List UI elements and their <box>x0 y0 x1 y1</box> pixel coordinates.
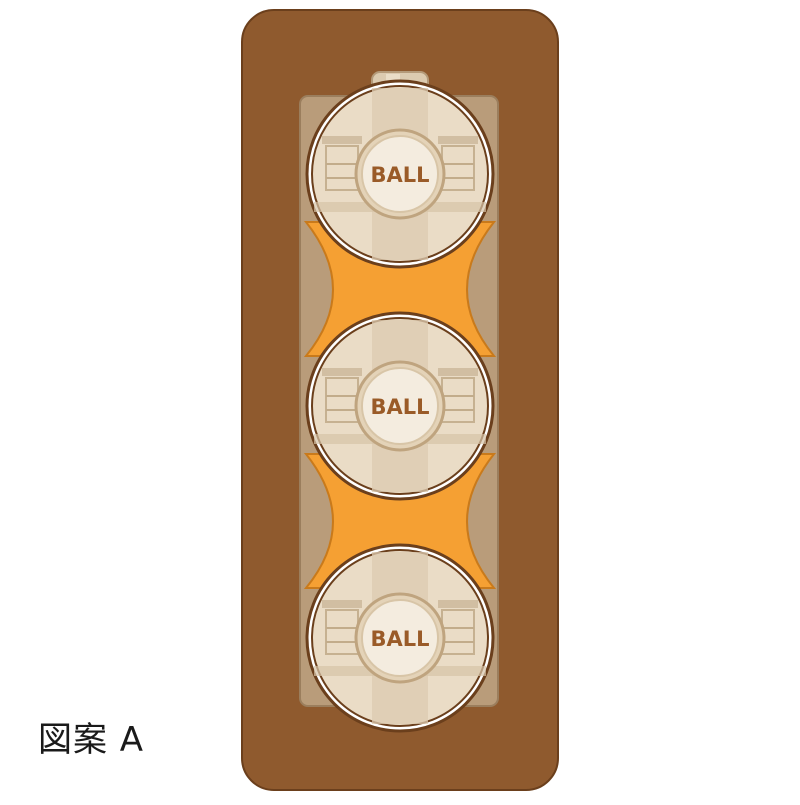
figure-caption: 図案 A <box>38 720 145 760</box>
ball-2: BALL <box>305 311 495 501</box>
ball-detail <box>438 136 478 144</box>
ball-3: BALL <box>305 543 495 733</box>
ball-detail <box>322 368 362 376</box>
ball-label-disc <box>361 367 439 445</box>
ball-label-disc <box>361 135 439 213</box>
ball-label: BALL <box>370 627 429 651</box>
balls-layer: BALL BALL BALL <box>305 79 495 733</box>
ball-detail <box>322 600 362 608</box>
ball-label-disc <box>361 599 439 677</box>
ball-label: BALL <box>370 395 429 419</box>
ball-1: BALL <box>305 79 495 269</box>
ball-detail <box>438 600 478 608</box>
ball-label: BALL <box>370 163 429 187</box>
ball-detail <box>322 136 362 144</box>
ball-detail <box>438 368 478 376</box>
